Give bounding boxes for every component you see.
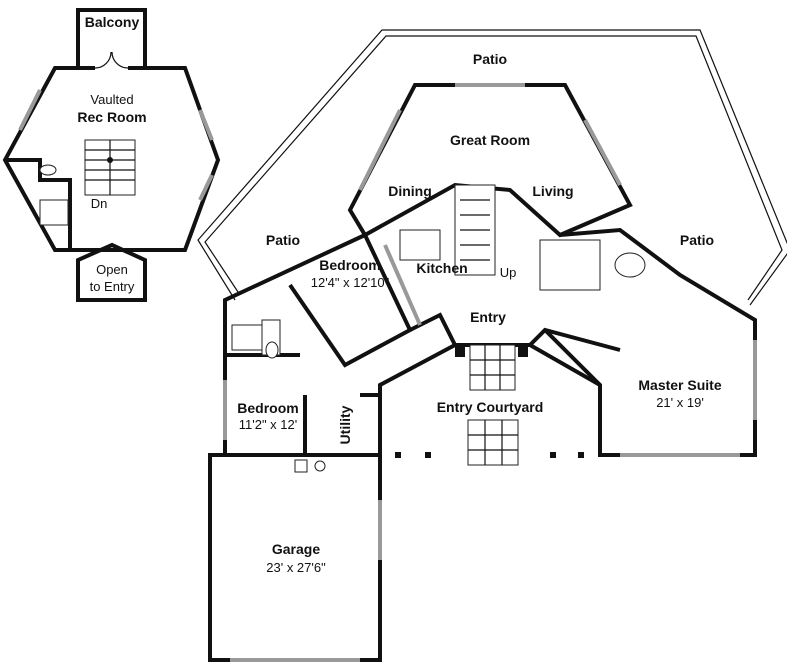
label-patio-left: Patio <box>266 232 300 248</box>
label-entry: Entry <box>470 309 506 325</box>
label-great-room: Great Room <box>450 132 530 148</box>
label-rec-room-2: Rec Room <box>77 109 146 125</box>
label-balcony: Balcony <box>85 14 140 30</box>
bath-walls <box>5 158 72 250</box>
label-utility: Utility <box>337 405 353 444</box>
window <box>18 89 42 131</box>
balcony-door <box>94 51 129 69</box>
label-garage-size: 23' x 27'6" <box>266 560 326 575</box>
label-rec-room-1: Vaulted <box>90 92 133 107</box>
garage-walls <box>208 453 382 662</box>
label-living: Living <box>532 183 573 199</box>
balcony-walls <box>76 8 147 68</box>
label-dining: Dining <box>388 183 432 199</box>
label-to-entry: to Entry <box>90 279 135 294</box>
label-patio-top: Patio <box>473 51 507 67</box>
label-bedroom1-size: 12'4" x 12'10" <box>311 275 390 290</box>
open-to-entry <box>76 242 147 302</box>
label-bedroom2-size: 11'2" x 12' <box>239 417 298 432</box>
label-bedroom2: Bedroom <box>237 400 298 416</box>
upper-floor <box>2 8 221 302</box>
label-master-suite-size: 21' x 19' <box>656 395 704 410</box>
label-master-suite: Master Suite <box>638 377 721 393</box>
main-house <box>208 83 757 662</box>
label-dn: Dn <box>91 196 108 211</box>
label-open: Open <box>96 262 128 277</box>
label-garage: Garage <box>272 541 320 557</box>
window <box>198 109 214 141</box>
paving <box>469 344 516 391</box>
label-patio-right: Patio <box>680 232 714 248</box>
labels: Balcony Vaulted Rec Room Dn Open to Entr… <box>77 14 721 575</box>
label-bedroom1: Bedroom <box>319 257 380 273</box>
label-kitchen: Kitchen <box>416 260 467 276</box>
patio-outline <box>197 29 787 306</box>
label-entry-courtyard: Entry Courtyard <box>437 399 544 415</box>
label-up: Up <box>500 265 517 280</box>
window <box>198 174 214 201</box>
